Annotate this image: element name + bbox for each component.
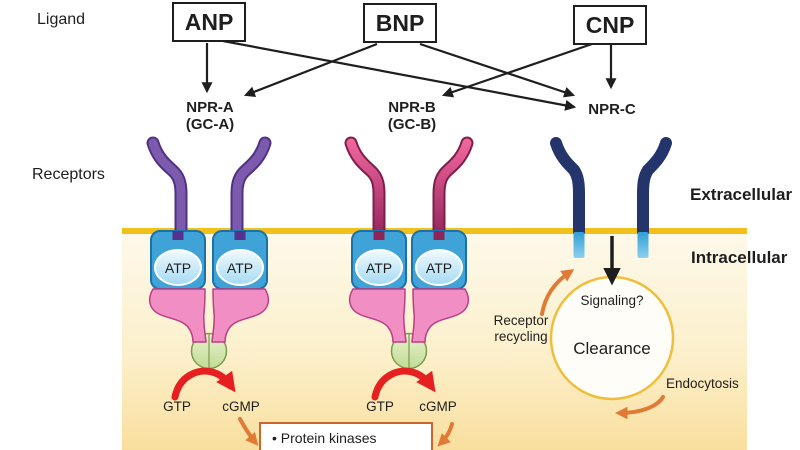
- atp-label: ATP: [365, 260, 393, 276]
- kinase-homology-domains: [148, 288, 470, 343]
- protein-kinases-box: • Protein kinases: [259, 422, 433, 450]
- atp-ellipse: [154, 249, 202, 286]
- receptor-recycling-label: Receptor recycling: [466, 313, 576, 345]
- extracellular-label: Extracellular: [690, 185, 793, 204]
- cnp-ligand-box: CNP: [573, 5, 647, 45]
- bnp-ligand-box: BNP: [363, 3, 437, 43]
- receptor-stub: [234, 231, 246, 240]
- protein-kinases-label: • Protein kinases: [272, 430, 377, 446]
- npr-b-receptor-shape: [344, 136, 474, 247]
- atp-ellipse: [415, 249, 463, 286]
- cgmp-effect-arrow-left: [238, 417, 259, 446]
- atp-label: ATP: [425, 260, 453, 276]
- arrow-bnp-to-nprc: [419, 42, 576, 98]
- npr-c-label: NPR-C: [557, 101, 667, 118]
- npr-b-label: NPR-B (GC-B): [357, 99, 467, 133]
- catalysis-arrows: [171, 367, 436, 401]
- cnp-label: CNP: [585, 11, 635, 38]
- signaling-label: Signaling?: [580, 293, 644, 308]
- gtp-to-cgmp-arrow-left: [171, 367, 236, 401]
- kinase-domain: [211, 288, 270, 343]
- atp-label: ATP: [164, 260, 192, 276]
- npr-c-transmembrane-stub-right: [637, 232, 649, 258]
- npr-c-receptor-shape: [550, 137, 672, 238]
- receptor-stub: [433, 231, 445, 240]
- arrow-anp-to-nprc: [222, 39, 577, 111]
- atp-domains: [150, 230, 467, 290]
- bnp-label: BNP: [375, 9, 425, 36]
- receptor-stub: [172, 231, 184, 240]
- npr-a-label: NPR-A (GC-A): [155, 99, 265, 133]
- endocytosis-label: Endocytosis: [666, 376, 739, 391]
- cgmp-label: cGMP: [419, 399, 457, 414]
- recycling-line2: recycling: [494, 329, 548, 344]
- atp-ellipse: [355, 249, 403, 286]
- intracellular-label: Intracellular: [691, 248, 788, 267]
- npr-b-name: NPR-B: [388, 99, 436, 116]
- recycling-line1: Receptor: [493, 313, 549, 328]
- arrow-bnp-to-npra: [243, 42, 378, 97]
- ligand-binding-arrows: [201, 39, 617, 111]
- atp-label: ATP: [226, 260, 254, 276]
- cgmp-label: cGMP: [222, 399, 260, 414]
- anp-ligand-box: ANP: [172, 2, 246, 42]
- cgmp-effect-arrow-right: [437, 422, 454, 447]
- npr-a-receptor-shape: [146, 136, 272, 247]
- ligand-section-label: Ligand: [37, 11, 86, 28]
- npr-c-transmembrane-stub-left: [573, 232, 585, 258]
- anp-label: ANP: [184, 8, 234, 35]
- endocytosis-arrow: [614, 395, 665, 420]
- kinase-domain: [348, 288, 407, 343]
- npr-b-gc: (GC-B): [387, 116, 437, 133]
- gtp-label: GTP: [163, 399, 191, 414]
- receptors-section-label: Receptors: [32, 166, 105, 183]
- recycling-arrow: [540, 269, 575, 316]
- atp-ellipse: [216, 249, 264, 286]
- receptor-stub: [373, 231, 385, 240]
- gtp-to-cgmp-arrow-right: [371, 367, 436, 401]
- kinase-domain: [411, 288, 470, 343]
- kinase-domain: [148, 288, 207, 343]
- trafficking-arrows: [238, 269, 665, 447]
- npr-a-name: NPR-A: [186, 99, 234, 116]
- clearance-label: Clearance: [573, 339, 651, 358]
- gtp-label: GTP: [366, 399, 394, 414]
- npr-c-name: NPR-C: [588, 101, 636, 118]
- npr-a-gc: (GC-A): [185, 116, 235, 133]
- arrow-cnp-to-nprb: [441, 42, 593, 98]
